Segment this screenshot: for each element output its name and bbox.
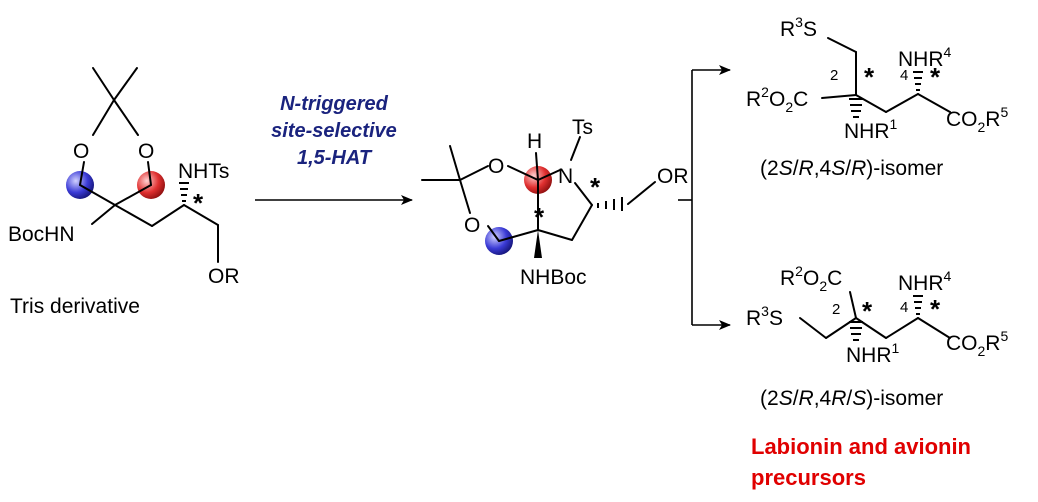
stereocenter-star-blue: *: [930, 294, 941, 324]
bond: [917, 93, 951, 113]
bond: [113, 67, 138, 101]
r3s-label: R3S: [780, 14, 817, 41]
bond: [827, 37, 857, 53]
r3s-label: R3S: [746, 303, 783, 330]
nhr1-label: NHR1: [844, 116, 898, 143]
r2o2c-label: R2O2C: [780, 263, 842, 294]
bond: [507, 165, 539, 181]
bond: [498, 229, 539, 242]
hashed-bond: [179, 182, 189, 202]
bond: [917, 317, 951, 339]
labionin-title-line-2: precursors: [751, 465, 866, 490]
position-4-label: 4: [900, 299, 908, 316]
or-label: OR: [657, 165, 689, 188]
hydrogen-atom: H: [527, 130, 542, 153]
bond: [79, 184, 116, 206]
or-label: OR: [208, 265, 240, 288]
hashed-bond: [913, 71, 923, 91]
bond: [79, 161, 85, 186]
hashed-bond: [849, 98, 863, 118]
condition-line-3: 1,5-HAT: [297, 147, 373, 169]
position-2-label: 2: [830, 67, 838, 84]
bond: [449, 145, 461, 181]
nhts-label: NHTs: [178, 160, 229, 183]
tris-derivative-structure: O O BocHN NHTs * OR Tris derivative: [8, 67, 240, 318]
bond: [114, 184, 152, 206]
bond: [574, 182, 593, 206]
bond: [91, 204, 116, 225]
oxygen-atom: O: [488, 155, 504, 178]
oxygen-atom: O: [138, 140, 154, 163]
bond: [570, 136, 581, 161]
bond: [849, 291, 857, 319]
bond: [114, 204, 153, 227]
wedge-bond: [534, 230, 542, 258]
hashed-bond: [913, 295, 923, 315]
bond: [885, 317, 919, 339]
bond: [571, 204, 593, 241]
bond: [885, 93, 919, 113]
bond: [92, 99, 115, 136]
nhr4-label: NHR4: [898, 268, 952, 295]
bond: [821, 94, 857, 99]
condition-line-1: N-triggered: [280, 93, 389, 115]
nhboc-label: NHBoc: [520, 266, 587, 289]
tris-derivative-caption: Tris derivative: [10, 295, 140, 318]
r2o2c-label: R2O2C: [746, 84, 808, 115]
oxygen-atom: O: [73, 140, 89, 163]
branch-arrows: [678, 65, 731, 330]
condition-line-2: site-selective: [271, 120, 397, 142]
stereocenter-star-blue: *: [193, 188, 204, 218]
bond: [799, 317, 827, 339]
bond: [537, 169, 561, 181]
bond: [459, 179, 471, 214]
bond: [487, 225, 500, 242]
stereocenter-star-red: *: [864, 62, 875, 92]
hashed-bond: [597, 197, 623, 211]
nhr1-label: NHR1: [846, 340, 900, 367]
nhr4-label: NHR4: [898, 44, 952, 71]
ts-label: Ts: [572, 116, 593, 139]
boc-hn-label: BocHN: [8, 223, 75, 246]
bond: [459, 165, 489, 181]
top-product-structure: R3S NHR4 R2O2C NHR1 CO2R5 2 4 * * (2S/R,…: [746, 14, 1008, 180]
reaction-arrow-group: N-triggered site-selective 1,5-HAT: [255, 93, 413, 205]
bottom-isomer-caption: (2S/R,4R/S)-isomer: [760, 387, 943, 410]
oxygen-atom: O: [464, 214, 480, 237]
stereocenter-star-blue: *: [930, 62, 941, 92]
bond: [855, 94, 887, 113]
labionin-title-line-1: Labionin and avionin: [751, 434, 971, 459]
co2r5-label: CO2R5: [946, 104, 1008, 135]
position-4-label: 4: [900, 67, 908, 84]
stereocenter-star-red: *: [534, 202, 545, 232]
bond: [151, 204, 185, 227]
nitrogen-atom: N: [558, 165, 573, 188]
bicyclic-intermediate-structure: O O H N Ts OR NHBoc * *: [421, 116, 689, 289]
hashed-bond: [849, 321, 863, 341]
bond: [92, 67, 115, 101]
stereocenter-star-red: *: [862, 296, 873, 326]
position-2-label: 2: [832, 301, 840, 318]
top-isomer-caption: (2S/R,4S/R)-isomer: [760, 157, 943, 180]
bond: [627, 181, 656, 205]
bond: [537, 229, 573, 241]
bond: [113, 99, 139, 136]
co2r5-label: CO2R5: [946, 328, 1008, 359]
bond: [535, 152, 539, 181]
stereocenter-star-blue: *: [590, 172, 601, 202]
bond: [147, 161, 152, 186]
bond: [855, 317, 887, 339]
bond: [183, 204, 219, 226]
bottom-product-structure: R2O2C NHR4 R3S NHR1 CO2R5 2 4 * * (2S/R,…: [746, 263, 1008, 410]
